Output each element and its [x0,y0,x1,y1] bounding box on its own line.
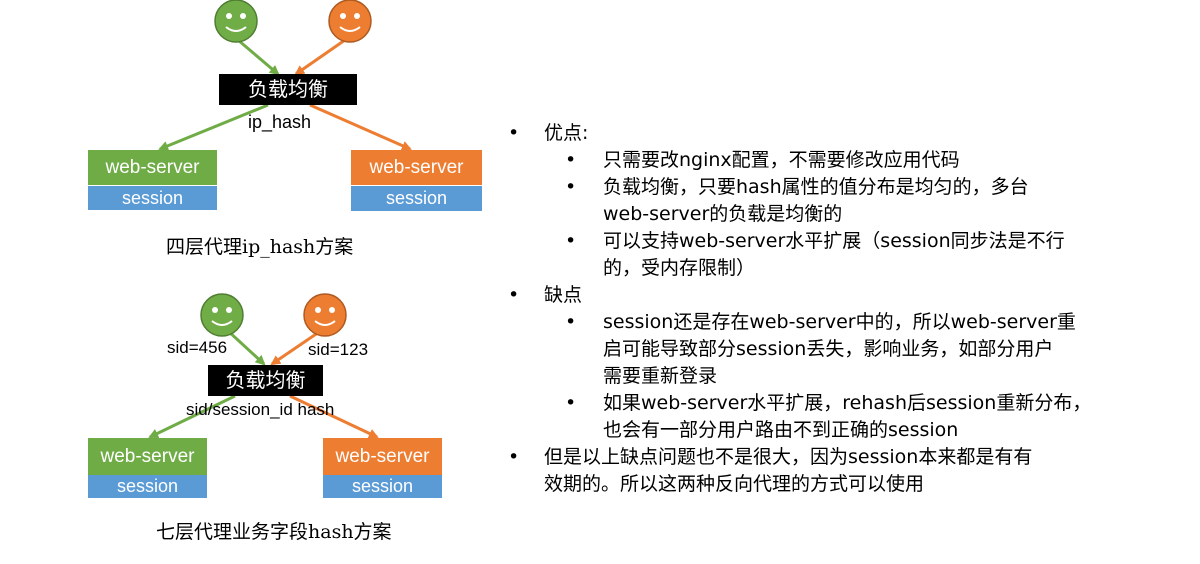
bullet-dot: • [508,446,520,468]
bullet-text: 优点: [544,122,589,144]
bullet-list: • 优点: • 只需要改nginx配置，不需要修改应用代码 • 负载均衡，只要h… [508,120,1188,498]
bullet-item: • 缺点 [508,282,1188,309]
bullet-item: • 只需要改nginx配置，不需要修改应用代码 [508,147,1188,174]
bullet-text-line: 只需要改nginx配置，不需要修改应用代码 [603,149,960,171]
bullet-dot: • [565,230,577,252]
bullet-text-line: 也会有一部分用户路由不到正确的session [603,419,959,441]
smiley-orange-icon [328,0,372,43]
session-box: session [88,186,217,210]
web-server-box-orange: web-server [323,438,442,475]
web-server-box-green: web-server [88,150,217,185]
bullet-text-line: 启可能导致部分session丢失，影响业务，如部分用户 [603,338,1054,360]
client-label-sid-123: sid=123 [308,340,369,359]
bullet-dot: • [565,311,577,333]
session-box: session [323,475,442,498]
client-label-sid-456: sid=456 [167,338,228,357]
bullet-item: • 可以支持web-server水平扩展（session同步法是不行 的，受内存… [508,228,1188,282]
web-server-box-orange: web-server [351,150,482,185]
bullet-text-line: 如果web-server水平扩展，rehash后session重新分布， [603,392,1092,414]
bullet-text-line: 可以支持web-server水平扩展（session同步法是不行 [603,230,1065,252]
arrow-orange-client-to-lb-1 [294,38,346,76]
bullet-item: • 但是以上缺点问题也不是很大，因为session本来都是有有 效期的。所以这两… [508,444,1188,498]
web-server-box-green: web-server [88,438,207,475]
edge-label-sid-hash: sid/session_id hash [186,400,335,419]
arrow-orange-lb-to-server-1 [309,103,412,151]
bullet-dot: • [508,122,520,144]
diagram-caption: 四层代理ip_hash方案 [166,236,354,258]
bullet-item: • 如果web-server水平扩展，rehash后session重新分布， 也… [508,390,1188,444]
arrow-green-client-to-lb-1 [237,38,280,76]
bullet-text-line: 需要重新登录 [603,365,718,387]
bullet-text: 缺点 [544,284,583,306]
diagram-caption: 七层代理业务字段hash方案 [156,521,392,543]
edge-label-ip-hash: ip_hash [248,112,312,132]
arrow-orange-client-to-lb-2 [270,328,323,366]
bullet-dot: • [565,149,577,171]
bullet-text-line: web-server的负载是均衡的 [603,203,843,225]
arrow-green-lb-to-server-1 [158,103,269,151]
bullet-text-line: 效期的。所以这两种反向代理的方式可以使用 [544,473,925,495]
bullet-text-line: 但是以上缺点问题也不是很大，因为session本来都是有有 [544,446,1033,468]
smiley-green-icon [214,0,258,43]
bullet-text-line: 的，受内存限制） [603,257,756,279]
bullet-text-line: 负载均衡，只要hash属性的值分布是均匀的，多台 [603,176,1029,198]
bullet-dot: • [565,176,577,198]
bullet-dot: • [565,392,577,414]
smiley-orange-icon [303,293,347,337]
load-balancer-box: 负载均衡 [208,365,323,396]
bullet-item: • 优点: [508,120,1188,147]
arrow-green-client-to-lb-2 [225,328,266,366]
arrow-green-lb-to-server-2 [148,394,236,439]
bullet-text-line: session还是存在web-server中的，所以web-server重 [603,311,1076,333]
session-box: session [88,475,207,498]
session-box: session [351,186,482,211]
load-balancer-box: 负载均衡 [219,74,357,105]
bullet-dot: • [508,284,520,306]
smiley-green-icon [200,293,244,337]
bullet-item: • 负载均衡，只要hash属性的值分布是均匀的，多台 web-server的负载… [508,174,1188,228]
arrow-orange-lb-to-server-2 [289,394,379,439]
bullet-item: • session还是存在web-server中的，所以web-server重 … [508,309,1188,390]
